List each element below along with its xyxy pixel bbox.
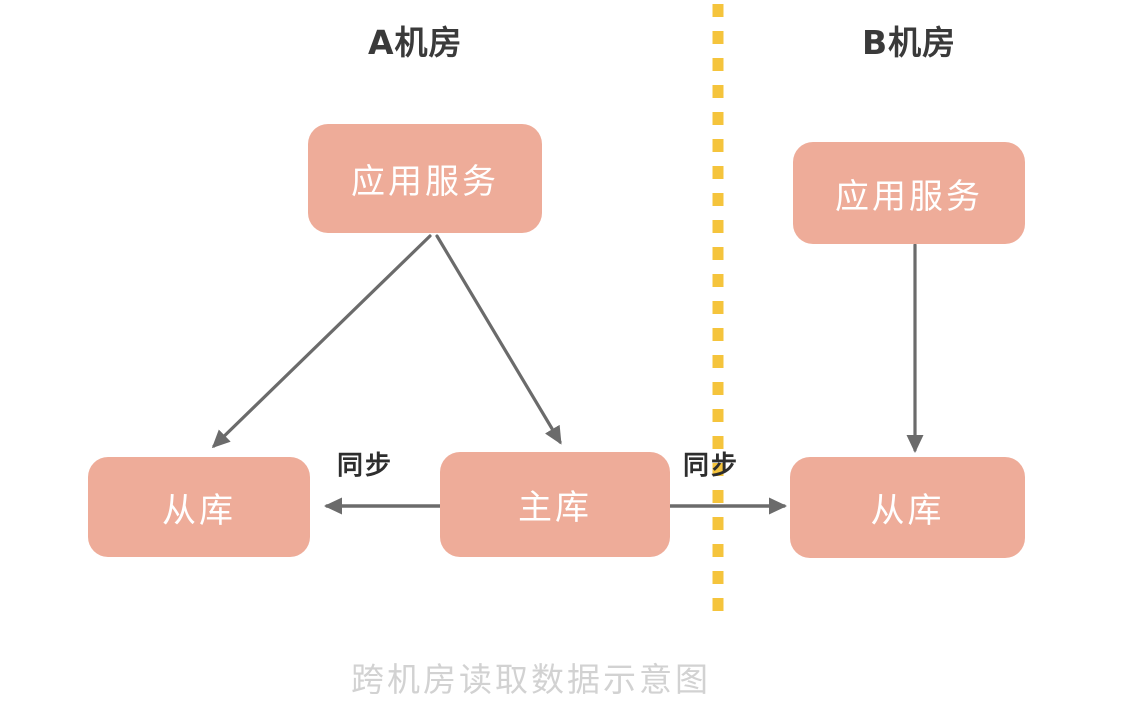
node-label: 主库 [518, 488, 592, 528]
node-label: 从库 [870, 491, 945, 531]
node-app-service-b[interactable]: 应用服务 [793, 142, 1025, 244]
edge-app-a-to-slave-a [211, 234, 432, 449]
node-master-db-a[interactable]: 主库 [440, 452, 670, 557]
edge-label-sync-cross: 同步 [683, 451, 740, 481]
node-label: 应用服务 [835, 176, 983, 217]
edge-label-sync-intra: 同步 [337, 451, 394, 481]
zone-title-a: A机房 [368, 23, 463, 62]
node-label: 从库 [162, 490, 236, 531]
edge-app-a-to-master-a [435, 234, 562, 445]
zone-title-b: B机房 [862, 23, 957, 62]
node-label: 应用服务 [351, 162, 499, 202]
diagram-caption: 跨机房读取数据示意图 [351, 660, 711, 699]
node-slave-db-b[interactable]: 从库 [790, 457, 1025, 558]
node-app-service-a[interactable]: 应用服务 [308, 124, 542, 233]
node-slave-db-a[interactable]: 从库 [88, 457, 310, 557]
